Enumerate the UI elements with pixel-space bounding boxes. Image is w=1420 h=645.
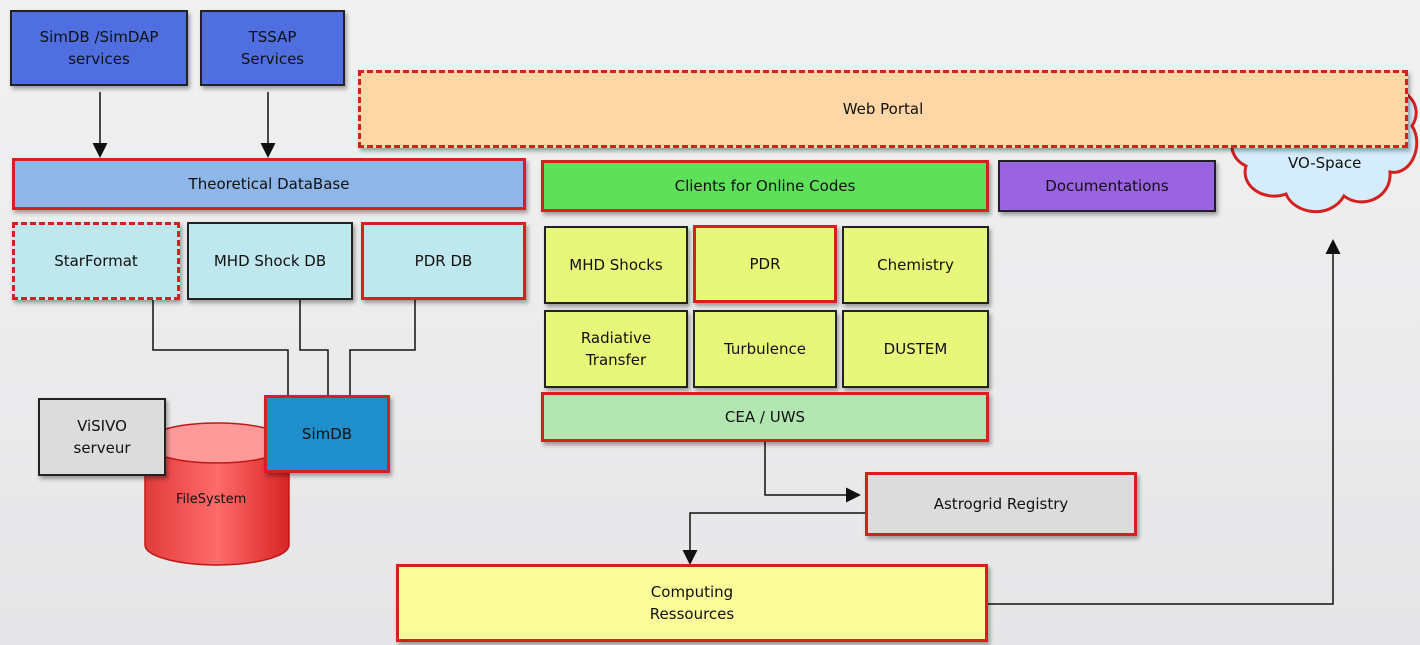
pdr-db-box: PDR DB bbox=[361, 222, 526, 300]
chemistry-label: Chemistry bbox=[877, 256, 954, 274]
radiative-transfer-label: Radiative Transfer bbox=[580, 329, 652, 369]
mhd-shock-db-label: MHD Shock DB bbox=[213, 252, 327, 270]
line-mhd-db-to-simdb bbox=[299, 300, 329, 395]
astrogrid-registry-box: Astrogrid Registry bbox=[865, 472, 1137, 536]
arrow-cea-to-registry bbox=[764, 442, 861, 503]
radiative-transfer-box: Radiative Transfer bbox=[544, 310, 688, 388]
visivo-serveur-label: ViSIVO serveur bbox=[73, 417, 131, 457]
tssap-services-label: TSSAP Services bbox=[240, 28, 305, 68]
cea-uws-label: CEA / UWS bbox=[724, 408, 806, 426]
theoretical-database-label: Theoretical DataBase bbox=[188, 175, 350, 193]
clients-online-codes-label: Clients for Online Codes bbox=[674, 177, 856, 195]
documentations-label: Documentations bbox=[1045, 177, 1169, 195]
simdb-simdap-services-label: SimDB /SimDAP services bbox=[39, 28, 159, 68]
web-portal-box: Web Portal bbox=[358, 70, 1408, 148]
computing-resources-box: Computing Ressources bbox=[396, 564, 988, 642]
mhd-shock-db-box: MHD Shock DB bbox=[187, 222, 353, 300]
chemistry-box: Chemistry bbox=[842, 226, 989, 304]
visivo-serveur-box: ViSIVO serveur bbox=[38, 398, 166, 476]
simdb-box: SimDB bbox=[264, 395, 390, 473]
simdb-label: SimDB bbox=[301, 425, 353, 443]
pdr-db-label: PDR DB bbox=[414, 252, 473, 270]
vo-space-label: VO-Space bbox=[1288, 154, 1362, 172]
cea-uws-box: CEA / UWS bbox=[541, 392, 989, 442]
filesystem-label: FileSystem bbox=[176, 492, 247, 507]
arrow-registry-to-computing bbox=[682, 512, 865, 565]
turbulence-box: Turbulence bbox=[693, 310, 837, 388]
computing-resources-label: Computing Ressources bbox=[649, 583, 735, 623]
documentations-box: Documentations bbox=[998, 160, 1216, 212]
arrow-computing-to-vospace bbox=[988, 239, 1341, 605]
tssap-services-box: TSSAP Services bbox=[200, 10, 345, 86]
astrogrid-registry-label: Astrogrid Registry bbox=[933, 495, 1069, 513]
pdr-label: PDR bbox=[749, 255, 781, 273]
dustem-box: DUSTEM bbox=[842, 310, 989, 388]
starformat-box: StarFormat bbox=[12, 222, 180, 300]
starformat-label: StarFormat bbox=[54, 252, 138, 270]
theoretical-database-box: Theoretical DataBase bbox=[12, 158, 526, 210]
turbulence-label: Turbulence bbox=[724, 340, 806, 358]
web-portal-label: Web Portal bbox=[842, 100, 924, 118]
mhd-shocks-box: MHD Shocks bbox=[544, 226, 688, 304]
clients-online-codes-box: Clients for Online Codes bbox=[541, 160, 989, 212]
simdb-simdap-services-box: SimDB /SimDAP services bbox=[10, 10, 188, 86]
pdr-box: PDR bbox=[693, 225, 837, 303]
dustem-label: DUSTEM bbox=[883, 340, 948, 358]
line-pdr-db-to-simdb bbox=[349, 300, 416, 395]
line-starformat-to-simdb bbox=[152, 300, 289, 395]
mhd-shocks-label: MHD Shocks bbox=[569, 256, 663, 274]
